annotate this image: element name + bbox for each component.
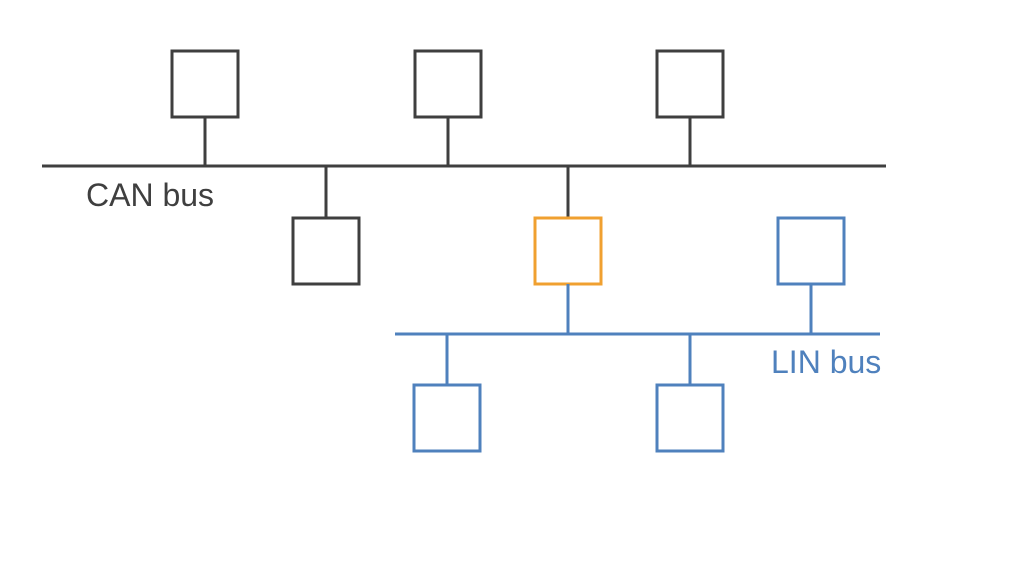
lin-bus-group [395, 216, 880, 453]
can-bus-group [42, 49, 886, 286]
can-node-4 [291, 216, 361, 286]
can-bus-label: CAN bus [86, 177, 214, 213]
can-node-2 [413, 49, 483, 119]
can-node-3 [655, 49, 725, 119]
gateway-node [533, 216, 603, 286]
lin-node-2 [412, 383, 482, 453]
lin-node-3 [655, 383, 725, 453]
can-node-1 [170, 49, 240, 119]
lin-bus-label: LIN bus [771, 344, 881, 380]
lin-node-1 [776, 216, 846, 286]
